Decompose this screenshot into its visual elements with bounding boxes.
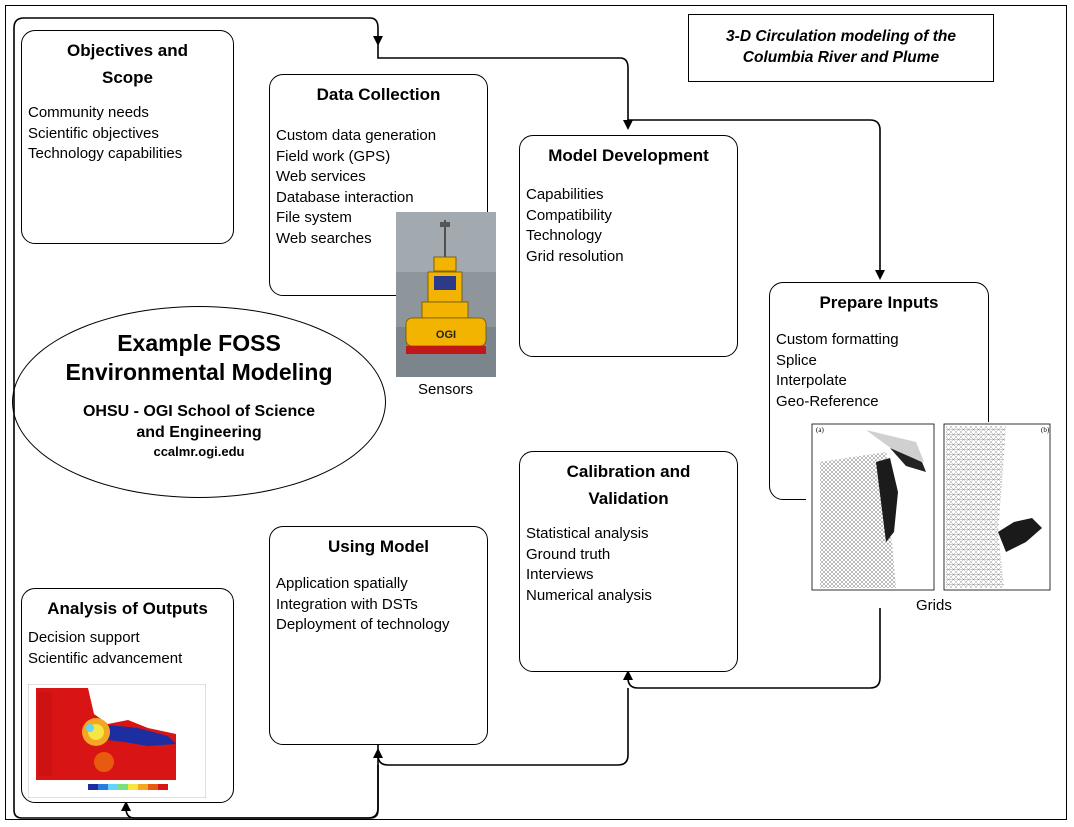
data-collection-item: Web services	[276, 168, 366, 185]
prepare-inputs-item: Custom formatting	[776, 331, 899, 348]
center-org-line2: and Engineering	[136, 424, 262, 441]
calibration-box: Calibration and Validation Statistical a…	[519, 451, 738, 672]
objectives-item: Technology capabilities	[28, 145, 183, 162]
data-collection-item: Field work (GPS)	[276, 147, 391, 165]
center-ellipse: Example FOSS Environmental Modeling OHSU…	[12, 306, 386, 498]
center-url: ccalmr.ogi.edu	[153, 444, 245, 459]
prepare-inputs-title: Prepare Inputs	[819, 293, 939, 312]
model-development-item: Grid resolution	[526, 247, 624, 265]
objectives-title-line2: Scope	[101, 68, 154, 87]
calibration-title-line1: Calibration and	[566, 462, 691, 481]
objectives-item: Community needs	[28, 104, 149, 121]
diagram-title-line2: Columbia River and Plume	[742, 49, 940, 66]
data-collection-item: Custom data generation	[276, 127, 437, 144]
model-output-image	[28, 684, 206, 798]
buoy-sensor-image: OGI	[396, 212, 496, 377]
using-model-box: Using Model Application spatially Integr…	[269, 526, 488, 745]
objectives-box: Objectives and Scope Community needs Sci…	[21, 30, 234, 244]
prepare-inputs-item: Splice	[776, 351, 817, 369]
calibration-item: Ground truth	[526, 545, 611, 563]
arrow-prepare-to-calibration	[623, 608, 881, 689]
center-title-line2: Environmental Modeling	[65, 359, 333, 385]
calibration-item: Statistical analysis	[526, 525, 649, 542]
grids-caption: Grids	[916, 597, 952, 614]
objectives-title: Objectives and Scope	[22, 37, 233, 91]
model-development-item: Capabilities	[526, 186, 604, 203]
calibration-list: Statistical analysis Ground truth Interv…	[520, 524, 737, 606]
data-collection-item: Database interaction	[276, 188, 414, 206]
model-development-title: Model Development	[548, 146, 709, 165]
model-development-item: Technology	[526, 227, 602, 244]
model-development-list: Capabilities Compatibility Technology Gr…	[520, 185, 737, 267]
center-org-line1: OHSU - OGI School of Science	[82, 403, 316, 420]
analysis-item: Decision support	[28, 629, 140, 646]
analysis-item: Scientific advancement	[28, 649, 183, 667]
buoy-label: OGI	[436, 329, 456, 341]
analysis-list: Decision support Scientific advancement	[22, 628, 233, 669]
arrow-data-to-model	[377, 44, 633, 130]
objectives-item: Scientific objectives	[28, 124, 159, 142]
data-collection-title: Data Collection	[316, 85, 441, 104]
arrow-calibration-to-using	[373, 688, 629, 766]
data-collection-list: Custom data generation Field work (GPS) …	[270, 126, 487, 249]
using-model-item: Application spatially	[276, 575, 408, 592]
outer-frame	[5, 5, 1067, 820]
prepare-inputs-item: Geo-Reference	[776, 392, 879, 410]
calibration-title-line2: Validation	[588, 489, 669, 508]
diagram-title-line1: 3-D Circulation modeling of the	[726, 28, 956, 45]
model-development-box: Model Development Capabilities Compatibi…	[519, 135, 738, 357]
center-title: Example FOSS Environmental Modeling	[13, 329, 385, 387]
prepare-inputs-list: Custom formatting Splice Interpolate Geo…	[770, 330, 988, 412]
sensors-caption: Sensors	[418, 381, 474, 398]
analysis-title: Analysis of Outputs	[47, 599, 208, 618]
using-model-item: Integration with DSTs	[276, 595, 418, 613]
grid-a-label: (a)	[816, 426, 824, 434]
calibration-item: Numerical analysis	[526, 586, 652, 604]
calibration-item: Interviews	[526, 566, 594, 583]
grids-image: (a) (b)	[806, 422, 1064, 597]
using-model-item: Deployment of technology	[276, 616, 450, 633]
center-title-line1: Example FOSS	[117, 330, 281, 356]
grid-b-label: (b)	[1041, 426, 1050, 434]
center-organization: OHSU - OGI School of Science and Enginee…	[13, 401, 385, 443]
objectives-list: Community needs Scientific objectives Te…	[22, 103, 233, 165]
arrow-model-to-prepare	[627, 119, 885, 280]
data-collection-item: Web searches	[276, 229, 372, 247]
diagram-title-box: 3-D Circulation modeling of the Columbia…	[688, 14, 994, 82]
model-development-item: Compatibility	[526, 206, 612, 224]
arrow-using-to-analysis	[121, 765, 379, 819]
prepare-inputs-item: Interpolate	[776, 372, 847, 389]
data-collection-item: File system	[276, 209, 352, 226]
objectives-title-line1: Objectives and	[67, 41, 188, 60]
using-model-title: Using Model	[327, 537, 430, 556]
calibration-title: Calibration and Validation	[520, 458, 737, 512]
using-model-list: Application spatially Integration with D…	[270, 574, 487, 636]
